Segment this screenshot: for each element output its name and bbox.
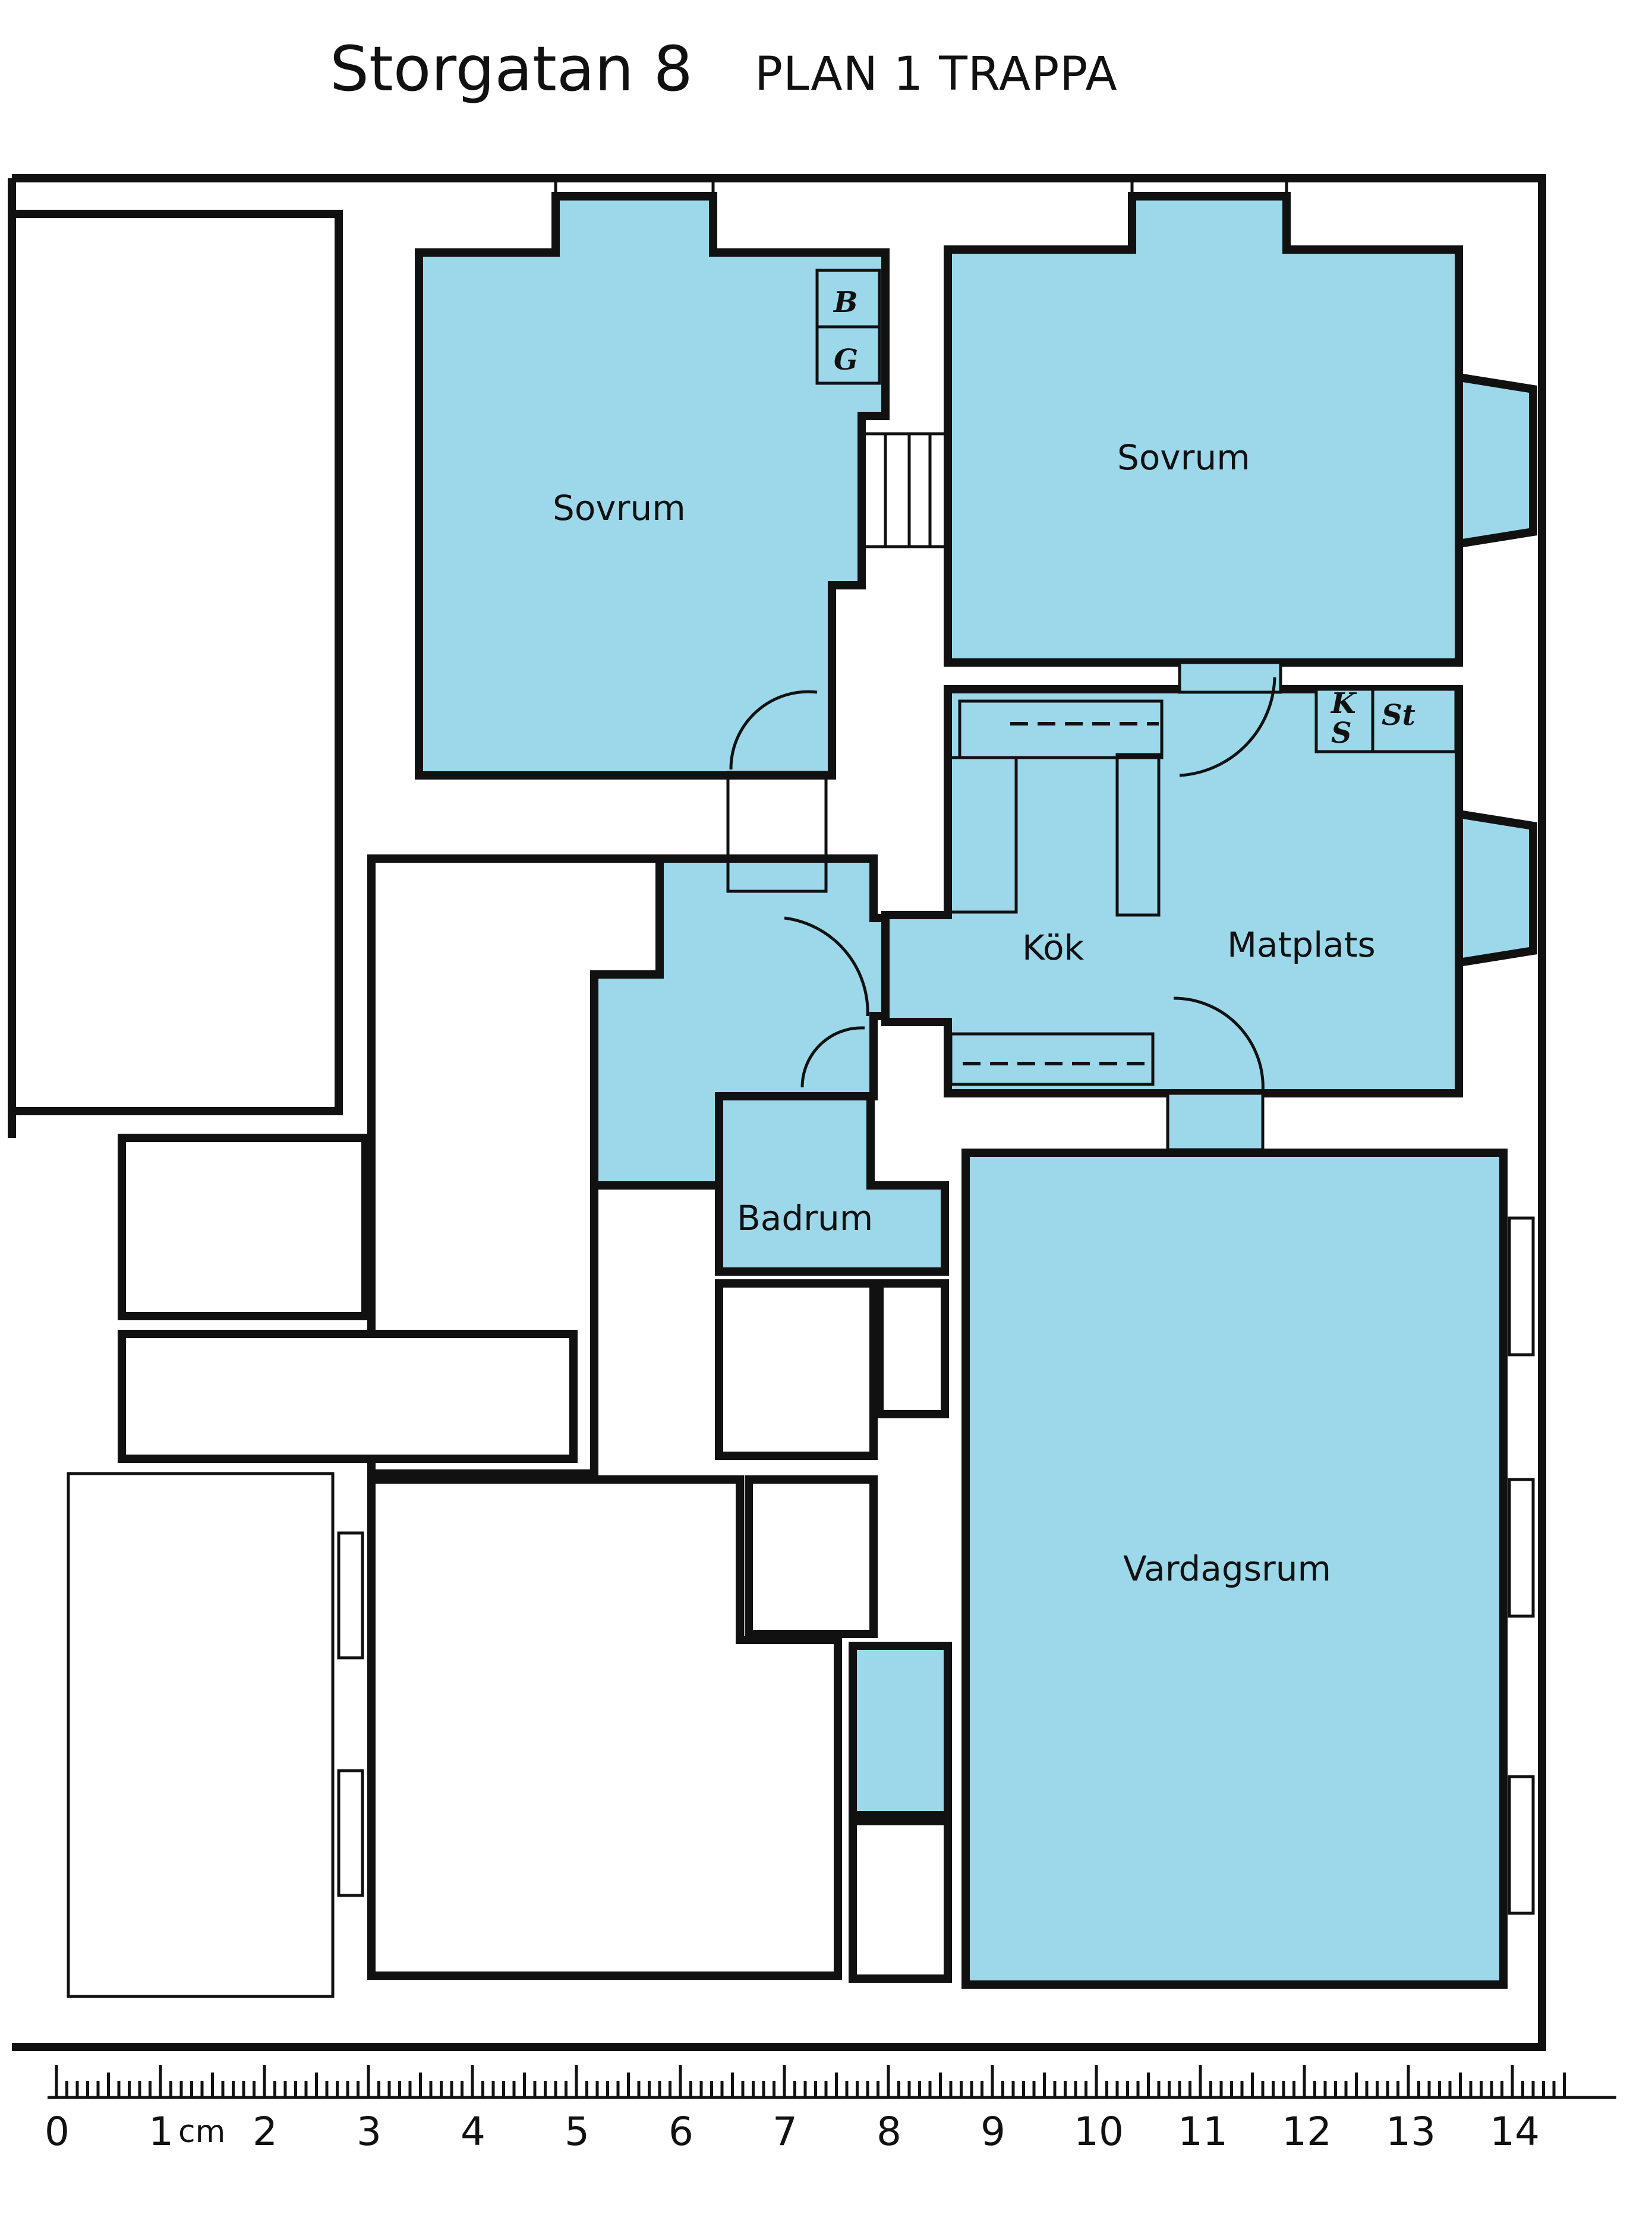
door-swing-vardag: [1173, 996, 1265, 1094]
door-kok-top: [1178, 661, 1282, 694]
plan-subtitle: PLAN 1 TRAPPA: [755, 48, 1118, 101]
room-white-left-small: [118, 1134, 370, 1320]
room-white-center: [715, 1279, 878, 1460]
bay-window-right-upper: [1455, 372, 1537, 549]
closet-s-label: S: [1331, 717, 1352, 750]
ruler-label: 9: [981, 2109, 1005, 2155]
neighbour-block-bottom: [67, 1472, 335, 1998]
kitchen-counter-side: [946, 756, 1018, 914]
label-matplats: Matplats: [1227, 925, 1376, 965]
door-swing-bad: [800, 1026, 865, 1088]
ruler-label: 11: [1178, 2109, 1228, 2155]
door-swing-kok: [1179, 677, 1276, 777]
room-white-bottom-small: [849, 1817, 952, 1983]
closet-st-label: St: [1382, 699, 1415, 732]
scale-ruler: [48, 2065, 1616, 2099]
closet-g: [815, 325, 881, 385]
windows-left-facade: [337, 1531, 364, 1897]
room-sovrum-right: [944, 192, 1463, 667]
label-sovrum-left: Sovrum: [553, 488, 686, 528]
label-kok: Kök: [1022, 928, 1084, 968]
stair-treads: [884, 434, 932, 547]
bay-window-kitchen: [1455, 809, 1537, 968]
ruler-label: 1: [149, 2109, 174, 2155]
scale-unit: cm: [178, 2114, 225, 2150]
door-swing-hall: [729, 690, 818, 770]
kitchen-island: [1115, 753, 1161, 917]
ruler-label: 7: [773, 2109, 797, 2155]
door-kok-bottom: [1166, 1092, 1265, 1152]
ruler-label: 14: [1490, 2109, 1540, 2155]
ruler-label: 2: [253, 2109, 278, 2155]
closet-b: [815, 269, 881, 329]
closet-ks: [1314, 687, 1374, 753]
room-white-store: [745, 1475, 878, 1638]
plan-title: Storgatan 8: [330, 33, 693, 105]
ruler-label: 4: [461, 2109, 485, 2155]
room-badrum: [715, 1092, 949, 1276]
room-sovrum-left: [415, 192, 890, 780]
label-badrum: Badrum: [737, 1198, 873, 1238]
closet-st: [1371, 687, 1458, 753]
room-vardagsrum: [961, 1149, 1508, 1989]
windows-right-facade: [1508, 1216, 1535, 1915]
ruler-label: 6: [669, 2109, 693, 2155]
room-white-mid-left: [367, 854, 664, 1478]
room-blue-closet: [849, 1642, 952, 1819]
kitchen-counter-top: [958, 699, 1164, 759]
closet-g-label: G: [834, 343, 858, 377]
label-vardagsrum: Vardagsrum: [1123, 1548, 1331, 1589]
room-white-center-right: [875, 1279, 949, 1418]
stair-lower: [726, 771, 828, 893]
label-sovrum-right: Sovrum: [1117, 437, 1250, 478]
ruler-label: 0: [45, 2109, 70, 2155]
outer-wall: [12, 174, 1546, 2051]
closet-k-label: K: [1330, 687, 1357, 720]
stair-upper: [860, 432, 950, 548]
ruler-label: 12: [1282, 2109, 1332, 2155]
kitchen-counter-bottom: [949, 1032, 1155, 1086]
ruler-label: 13: [1386, 2109, 1436, 2155]
windows-top-facade: [554, 176, 1288, 201]
neighbour-block-top: [8, 210, 343, 1115]
closet-b-label: B: [833, 286, 858, 319]
room-white-bottom-left: [367, 1475, 842, 1980]
room-white-left-corridor: [118, 1330, 578, 1463]
ruler-label: 5: [565, 2109, 589, 2155]
ruler-label: 3: [357, 2109, 382, 2155]
door-swing-kok-left: [784, 916, 869, 1017]
ruler-label: 8: [877, 2109, 901, 2155]
ruler-label: 10: [1074, 2109, 1124, 2155]
